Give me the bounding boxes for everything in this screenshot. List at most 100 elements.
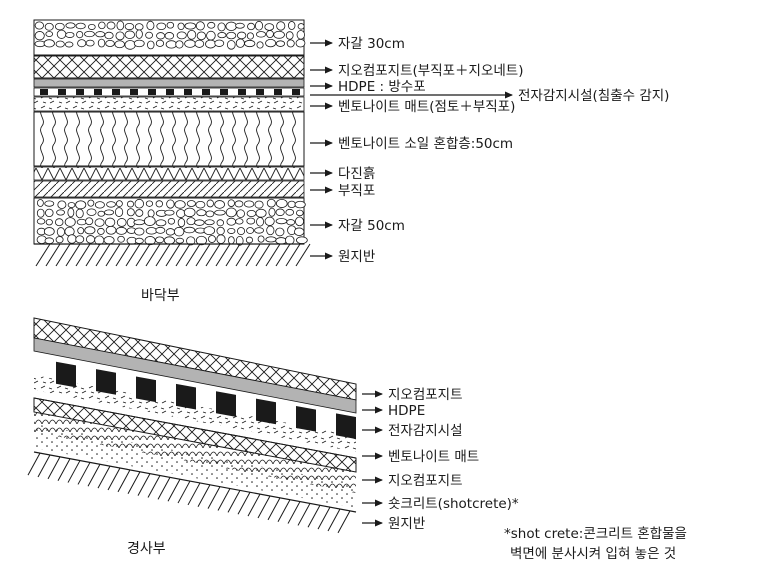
gravel-stone <box>45 218 53 226</box>
gravel-stone <box>55 40 65 48</box>
gravel-stone <box>196 31 207 41</box>
sensor-block <box>76 89 84 95</box>
gravel-stone <box>114 40 125 49</box>
gravel-stone <box>256 41 264 49</box>
slope-hdpe-layer <box>33 337 357 414</box>
gravel-stone <box>295 216 304 227</box>
gravel-stone <box>116 218 127 227</box>
gravel-stone <box>77 39 87 48</box>
gravel-stone <box>265 38 277 48</box>
gravel-stone <box>266 198 276 208</box>
gravel-stone <box>175 237 185 244</box>
slope-hatch-line <box>147 475 161 498</box>
gravel-stone <box>67 234 77 244</box>
gravel-stone <box>276 21 286 31</box>
floor-label-gravel-50: 자갈 50cm <box>338 218 405 234</box>
gravel-stone <box>275 208 285 217</box>
gravel-stone <box>147 40 155 50</box>
gravel-stone <box>84 226 96 235</box>
gravel-stone <box>295 38 306 48</box>
gravel-stone <box>294 227 305 237</box>
gravel-stone <box>254 227 265 234</box>
gravel-stone <box>105 40 115 47</box>
gravel-stone <box>257 235 265 243</box>
gravel-stone <box>104 31 114 40</box>
gravel-stone <box>214 200 225 209</box>
gravel-stone <box>204 219 215 226</box>
ground-hatch-line <box>105 243 121 267</box>
sensor-block <box>220 89 228 95</box>
floor-geocomposite-layer <box>33 55 305 79</box>
gravel-stone <box>146 20 155 31</box>
gravel-stone <box>225 207 237 218</box>
gravel-stone <box>43 39 55 48</box>
gravel-stone <box>227 227 236 234</box>
gravel-stone <box>268 207 276 217</box>
gravel-stone <box>235 218 244 225</box>
floor-nonwoven-layer <box>33 180 305 198</box>
slope-hatch-line <box>207 486 221 509</box>
gravel-stone <box>296 30 305 40</box>
gravel-stone <box>225 21 237 31</box>
ground-hatch-line <box>55 243 71 267</box>
gravel-stone <box>297 23 305 30</box>
gravel-stone <box>106 201 116 208</box>
gravel-stone <box>183 207 196 218</box>
gravel-stone <box>195 235 207 246</box>
gravel-stone <box>207 235 216 243</box>
gravel-stone <box>97 210 105 217</box>
gravel-stone <box>203 226 216 236</box>
floor-label-nonwoven: 부직포 <box>338 183 375 199</box>
gravel-stone <box>133 39 145 48</box>
slope-hatch-line <box>157 477 171 500</box>
gravel-stone <box>285 208 295 216</box>
gravel-stone <box>275 218 288 225</box>
floor-label-arrows <box>310 39 513 260</box>
slope-hatch-line <box>237 492 251 515</box>
gravel-stone <box>164 209 175 216</box>
footnote-line-1: *shot crete:콘크리트 혼합물을 <box>504 526 687 542</box>
gravel-stone <box>155 226 166 234</box>
ground-hatch-line <box>195 243 211 267</box>
gravel-stone <box>187 29 197 40</box>
gravel-stone <box>156 22 167 31</box>
gravel-stone <box>75 200 87 210</box>
gravel-stone <box>275 237 288 245</box>
sensor-block <box>292 89 300 95</box>
gravel-stone <box>285 31 294 40</box>
gravel-stone <box>76 30 84 39</box>
floor-hdpe-layer <box>33 78 305 88</box>
ground-hatch-line <box>205 243 221 267</box>
sensor-block <box>256 89 264 95</box>
gravel-stone <box>143 216 156 226</box>
gravel-stone <box>286 39 295 48</box>
slope-hatch-line <box>267 497 281 521</box>
slope-hatch-line <box>287 501 301 524</box>
gravel-stone <box>155 200 163 208</box>
gravel-stone <box>206 199 214 208</box>
sensor-block <box>40 89 48 95</box>
gravel-stone <box>266 225 275 236</box>
ground-hatch-line <box>175 243 191 267</box>
sensor-block <box>238 89 246 95</box>
floor-label-geocomposite: 지오컴포지트(부직포＋지오네트) <box>338 63 524 79</box>
ground-hatch-line <box>295 243 311 267</box>
gravel-stone <box>87 199 95 207</box>
floor-caption: 바닥부 <box>141 288 180 304</box>
slope-sensor-block <box>336 413 356 439</box>
gravel-stone <box>164 32 175 40</box>
slope-hatch-line <box>307 505 321 528</box>
gravel-stone <box>85 217 94 226</box>
gravel-stone <box>216 234 226 244</box>
gravel-stone <box>165 228 176 236</box>
slope-hatch-line <box>67 460 81 483</box>
floor-label-compacted-clay: 다진흙 <box>338 166 375 182</box>
slope-hatch-line <box>167 478 181 502</box>
gravel-stone <box>177 218 186 228</box>
gravel-stone <box>134 227 145 236</box>
ground-hatch-line <box>215 243 231 267</box>
gravel-stone <box>117 235 125 243</box>
slope-ground-line <box>33 451 357 513</box>
gravel-stone <box>56 209 65 216</box>
gravel-stone <box>287 21 296 31</box>
